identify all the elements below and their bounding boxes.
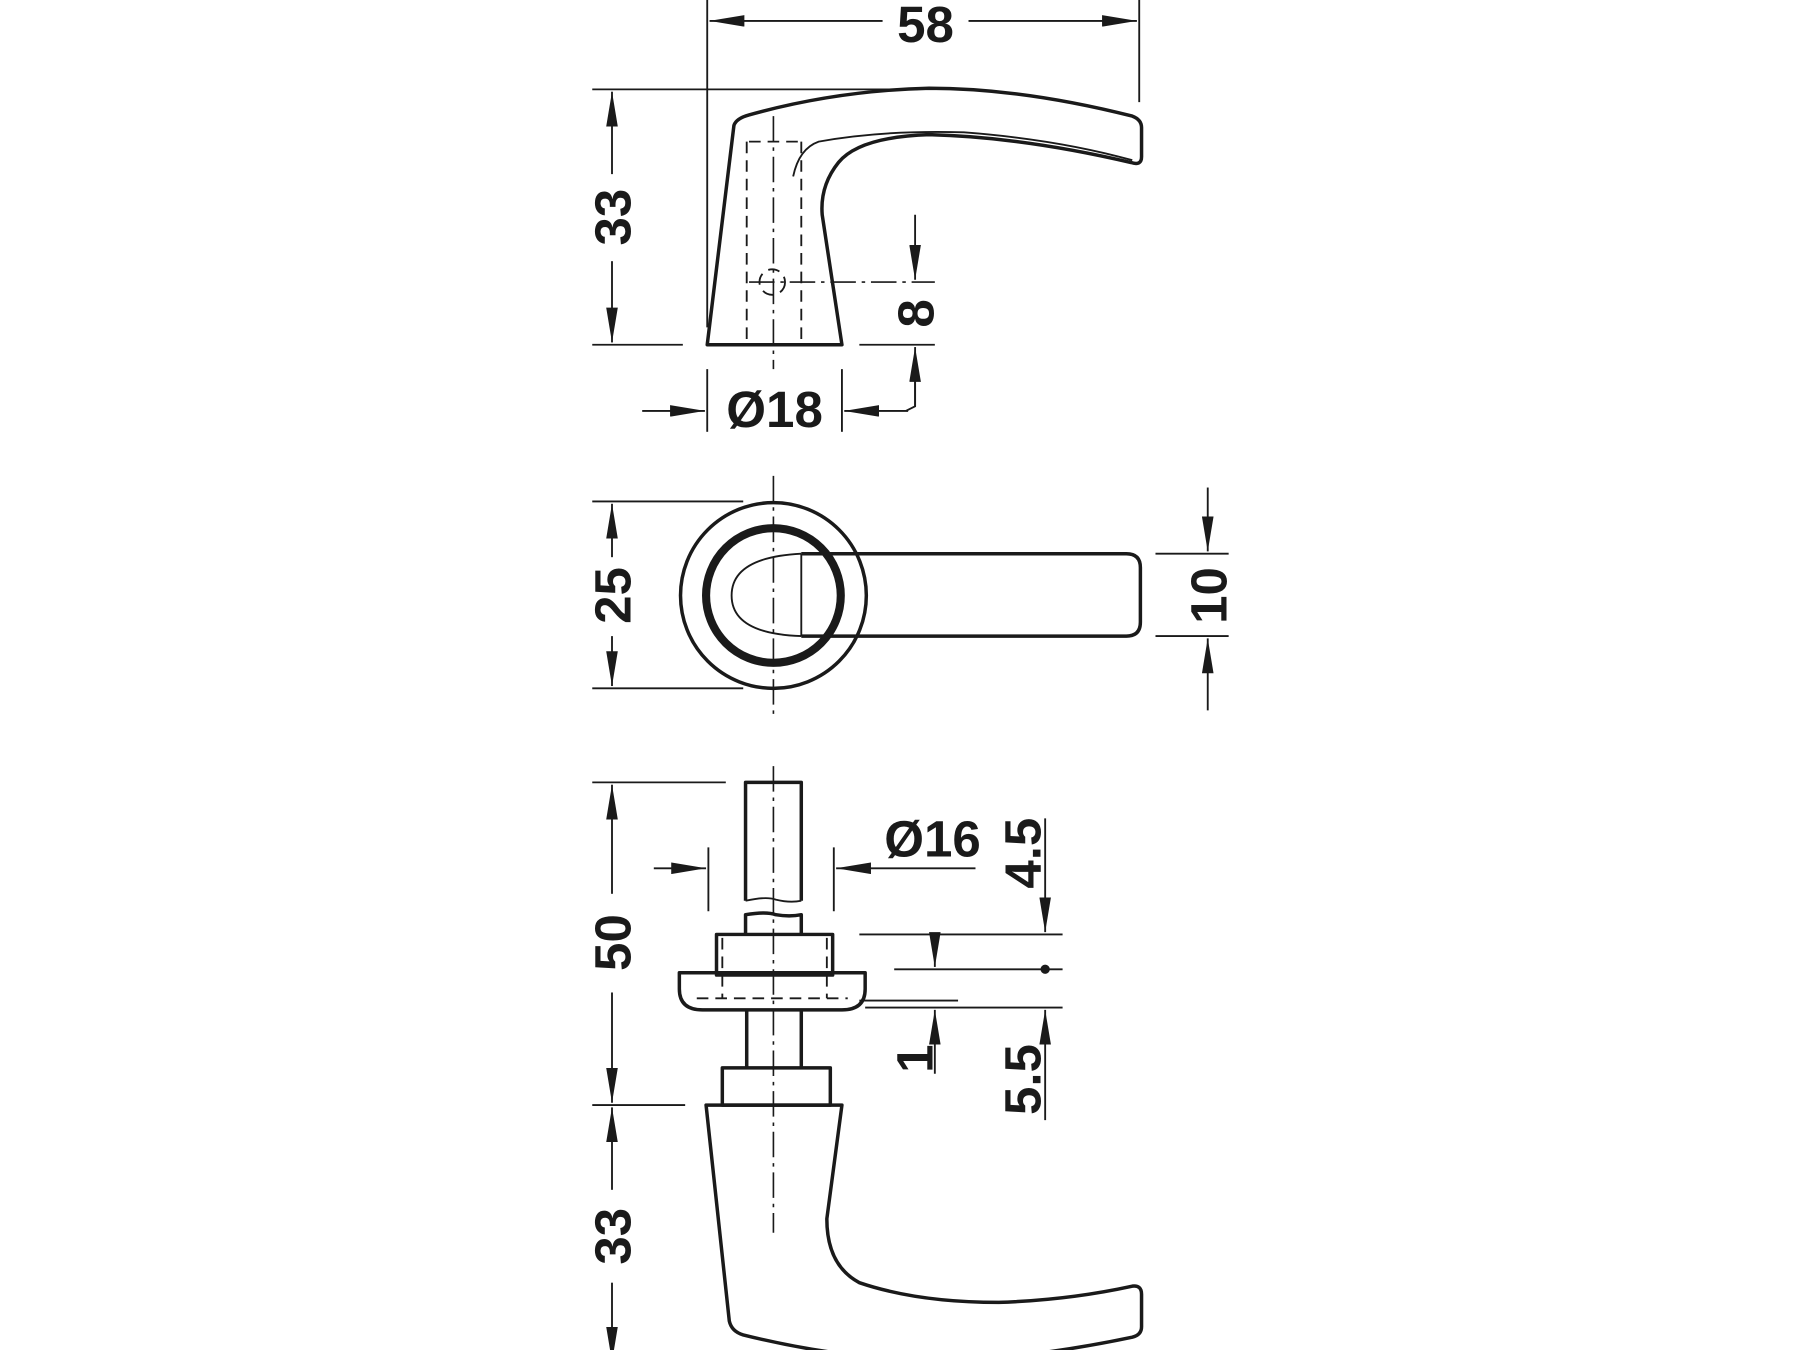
dimension-50: 50 — [585, 781, 726, 1107]
handle-lower-outline — [704, 1103, 1144, 1350]
dimension-5-5: 5.5 — [865, 1006, 1063, 1121]
dimension-label: 33 — [585, 189, 642, 246]
dimension-4-5: 4.5 — [859, 818, 1063, 936]
collar — [720, 1066, 833, 1107]
dimension-58: 58 — [706, 0, 1141, 328]
dimension-33-top: 33 — [585, 88, 918, 346]
nut — [714, 932, 835, 977]
dimension-8: 8 — [859, 214, 945, 407]
dimension-diameter-18: Ø18 — [642, 369, 917, 438]
front-view: 25 10 — [585, 475, 1237, 720]
dimension-diameter-16: Ø16 — [653, 811, 981, 912]
side-view: 58 33 8 Ø18 — [585, 0, 1144, 438]
dimension-label: Ø18 — [726, 381, 823, 438]
dimension-label: 33 — [585, 1208, 642, 1265]
dimension-1: 1 — [859, 932, 1063, 1074]
dimension-label: 25 — [585, 567, 642, 624]
dimension-label: Ø16 — [884, 811, 981, 868]
dimension-label: 5.5 — [995, 1044, 1052, 1115]
dimension-25: 25 — [585, 500, 744, 690]
dimension-label: 10 — [1180, 567, 1237, 624]
handle-side-outline — [705, 86, 1144, 370]
rose-base — [677, 971, 867, 1012]
lever-top — [801, 551, 1143, 638]
dimension-label: 4.5 — [995, 818, 1052, 889]
dimension-label: 58 — [897, 0, 954, 53]
dimension-33-bottom: 33 — [585, 1107, 642, 1350]
dimension-label: 8 — [888, 299, 945, 327]
dimension-label: 50 — [585, 914, 642, 971]
dimension-10: 10 — [1155, 487, 1237, 711]
dimension-label: 1 — [887, 1044, 944, 1072]
assembly-view: 50 33 Ø16 4.5 1 — [585, 766, 1144, 1350]
